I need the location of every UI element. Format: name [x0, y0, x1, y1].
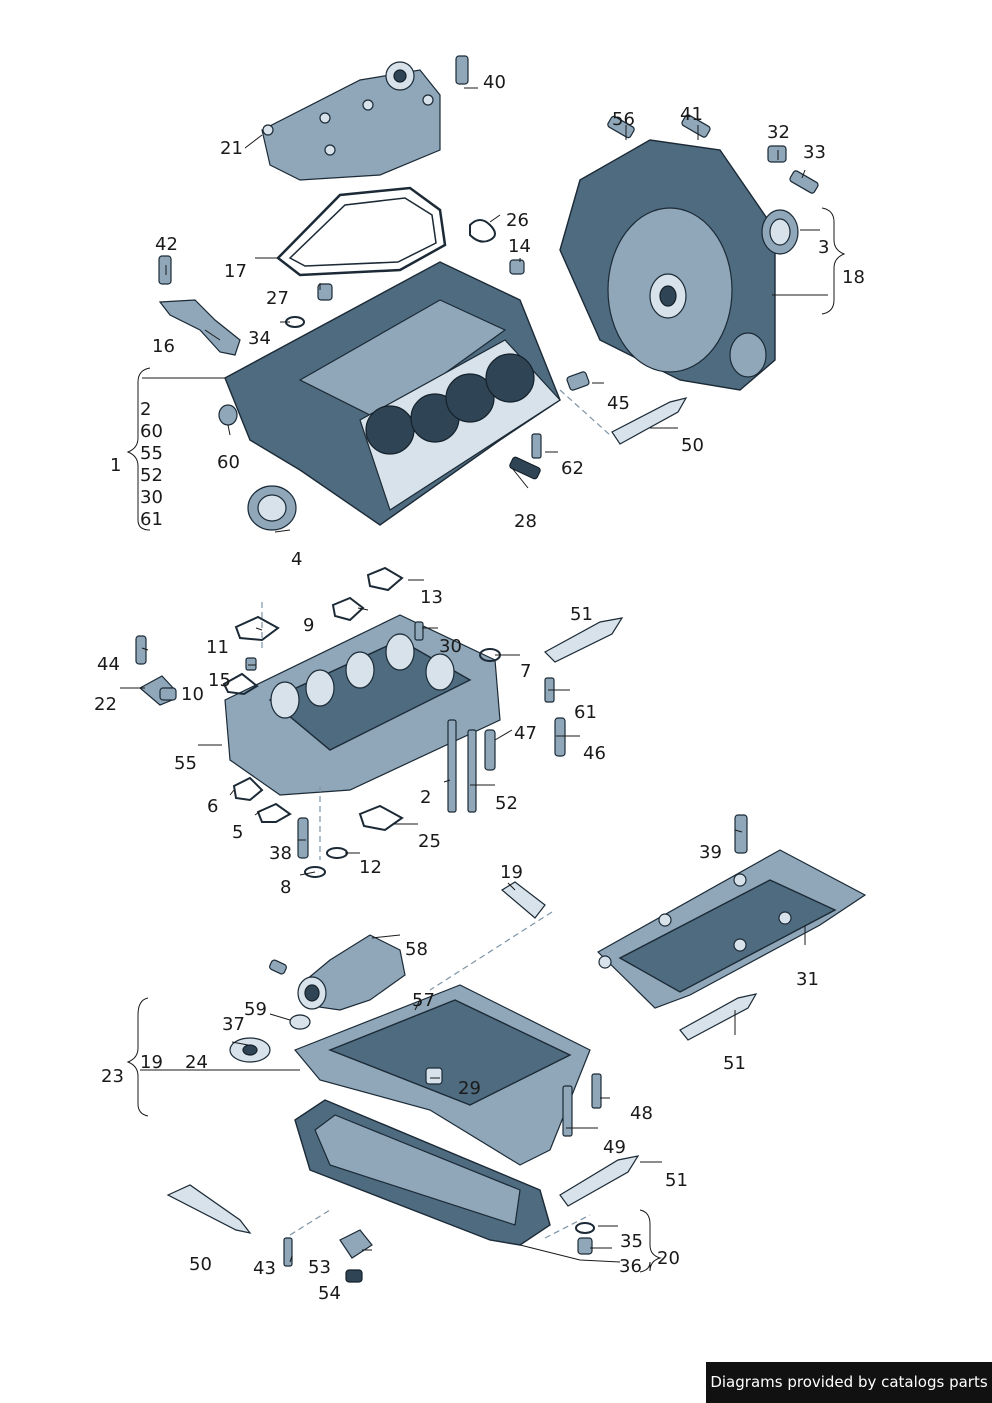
group-braces — [126, 207, 846, 1273]
callout-label: 14 — [508, 236, 531, 257]
callouts: 40 21 56 41 32 33 26 3 18 42 14 17 27 34… — [94, 72, 865, 1304]
callout-label: 44 — [97, 654, 120, 675]
callout-label: 26 — [506, 210, 529, 231]
callout-label: 50 — [189, 1254, 212, 1275]
callout-label: 11 — [206, 637, 229, 658]
callout-label: 39 — [699, 842, 722, 863]
callout-label: 20 — [657, 1248, 680, 1269]
callout-label: 48 — [630, 1103, 653, 1124]
callout-label: 47 — [514, 723, 537, 744]
callout-label: 12 — [359, 857, 382, 878]
callout-label: 24 — [185, 1052, 208, 1073]
sealant-tube-right — [679, 993, 758, 1041]
callout-label: 23 — [101, 1066, 124, 1087]
callout-label: 59 — [244, 999, 267, 1020]
timing-cover-plate — [261, 69, 441, 181]
callout-label: 6 — [207, 796, 218, 817]
callout-label: 3 — [818, 237, 829, 258]
callout-label: 34 — [248, 328, 271, 349]
callout-label: 10 — [181, 684, 204, 705]
callout-label: 13 — [420, 587, 443, 608]
watermark-banner: Diagrams provided by catalogs parts — [706, 1362, 992, 1403]
callout-label: 8 — [280, 877, 291, 898]
callout-label: 37 — [222, 1014, 245, 1035]
callout-label: 56 — [612, 109, 635, 130]
callout-label: 5 — [232, 822, 243, 843]
sealant-tube-upper — [611, 397, 688, 445]
callout-label: 16 — [152, 336, 175, 357]
callout-label: 25 — [418, 831, 441, 852]
callout-label: 62 — [561, 458, 584, 479]
callout-label: 51 — [570, 604, 593, 625]
callout-label: 49 — [603, 1137, 626, 1158]
callout-label: 1 — [110, 455, 121, 476]
callout-label: 9 — [303, 615, 314, 636]
callout-label: 43 — [253, 1258, 276, 1279]
callout-label: 57 — [412, 990, 435, 1011]
callout-label: 51 — [665, 1170, 688, 1191]
callout-label: 45 — [607, 393, 630, 414]
callout-label: 52 — [140, 465, 163, 486]
callout-label: 53 — [308, 1257, 331, 1278]
callout-label: 36 — [619, 1256, 642, 1277]
callout-label: 18 — [842, 267, 865, 288]
callout-label: 17 — [224, 261, 247, 282]
callout-label: 32 — [767, 122, 790, 143]
callout-label: 42 — [155, 234, 178, 255]
callout-label: 50 — [681, 435, 704, 456]
callout-label: 15 — [208, 670, 231, 691]
callout-label: 46 — [583, 743, 606, 764]
leader-lines — [120, 87, 828, 1263]
callout-label: 30 — [439, 636, 462, 657]
callout-label: 38 — [269, 843, 292, 864]
callout-label: 33 — [803, 142, 826, 163]
callout-label: 60 — [140, 421, 163, 442]
callout-label: 55 — [140, 443, 163, 464]
callout-label: 58 — [405, 939, 428, 960]
lower-assembly — [166, 881, 640, 1283]
callout-label: 7 — [520, 661, 531, 682]
callout-label: 27 — [266, 288, 289, 309]
callout-label: 4 — [291, 549, 302, 570]
callout-label: 41 — [680, 104, 703, 125]
callout-label: 35 — [620, 1231, 643, 1252]
sealant-tube-middle — [544, 617, 624, 663]
callout-label: 2 — [140, 399, 151, 420]
callout-label: 2 — [420, 787, 431, 808]
sealant-tube-lower-left — [166, 1184, 252, 1234]
callout-label: 61 — [574, 702, 597, 723]
callout-label: 55 — [174, 753, 197, 774]
callout-label: 51 — [723, 1053, 746, 1074]
callout-label: 52 — [495, 793, 518, 814]
callout-label: 40 — [483, 72, 506, 93]
callout-label: 60 — [217, 452, 240, 473]
callout-label: 54 — [318, 1283, 341, 1304]
callout-label: 31 — [796, 969, 819, 990]
upper-assembly — [158, 55, 819, 531]
cover-gasket — [276, 186, 447, 277]
bracket — [158, 299, 241, 356]
callout-label: 30 — [140, 487, 163, 508]
middle-assembly — [135, 566, 624, 878]
callout-label: 22 — [94, 694, 117, 715]
callout-label: 61 — [140, 509, 163, 530]
callout-label: 21 — [220, 138, 243, 159]
sealant-tube-lower-right — [559, 1155, 640, 1207]
callout-label: 19 — [500, 862, 523, 883]
callout-label: 28 — [514, 511, 537, 532]
callout-label: 29 — [458, 1078, 481, 1099]
baffle-assembly — [597, 814, 867, 1041]
callout-label: 19 — [140, 1052, 163, 1073]
